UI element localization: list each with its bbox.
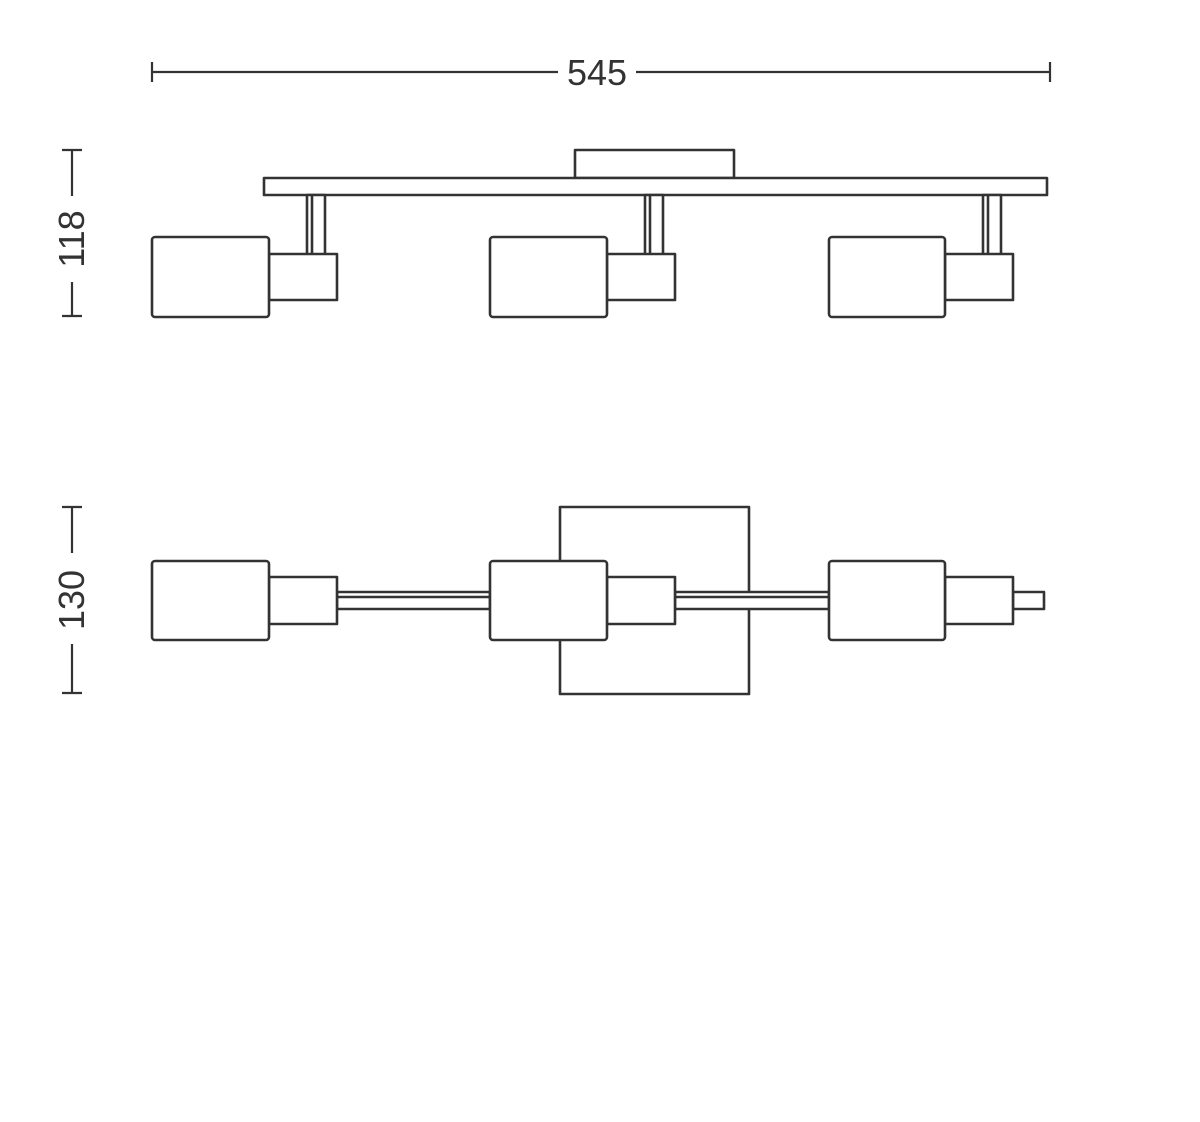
- top-view-spot-1-holder: [267, 575, 339, 626]
- side-view-spot-1-shade: [150, 235, 271, 319]
- top-view-rail-left: [335, 590, 492, 611]
- side-view: [150, 148, 1049, 319]
- side-view-ceiling-mount: [573, 148, 736, 180]
- top-view-spot-2-shade: [488, 559, 609, 642]
- side-view-spot-1-holder: [267, 252, 339, 302]
- top-view-spot-2-holder: [605, 575, 677, 626]
- side-view-spot-2-stem: [643, 193, 665, 257]
- top-view-spot-3-holder: [943, 575, 1015, 626]
- side-height-dimension: 118: [51, 148, 92, 318]
- width-dimension-label: 545: [567, 52, 627, 93]
- side-view-spot-2-shade: [488, 235, 609, 319]
- width-dimension: 545: [150, 52, 1052, 93]
- side-view-rail: [262, 176, 1049, 197]
- top-height-label: 130: [51, 570, 92, 630]
- side-height-label: 118: [51, 210, 92, 267]
- side-view-spot-3-holder: [943, 252, 1015, 302]
- side-view-spot-2-holder: [605, 252, 677, 302]
- top-view-rail-end: [1011, 590, 1046, 611]
- side-view-spot-1-stem: [305, 193, 327, 257]
- top-height-dimension: 130: [51, 505, 92, 695]
- top-view-spot-3-shade: [827, 559, 947, 642]
- side-view-spot-3-stem: [981, 193, 1003, 257]
- top-view: [150, 505, 1046, 696]
- side-view-spot-3-shade: [827, 235, 947, 319]
- top-view-rail-right: [673, 590, 831, 611]
- top-view-spot-1-shade: [150, 559, 271, 642]
